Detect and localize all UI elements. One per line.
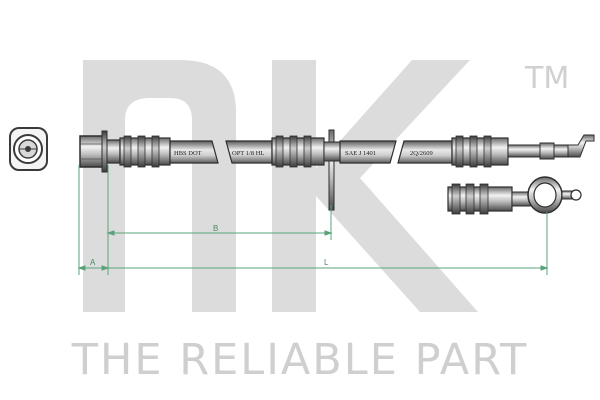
fitting-end-view (9, 127, 48, 171)
ferrule-right (451, 135, 509, 168)
dimension-lines (77, 165, 549, 275)
banjo-fitting-detail (447, 176, 582, 215)
brake-hose-assembly (79, 129, 595, 211)
trademark-symbol: TM (524, 61, 569, 96)
brand-tagline: THE RELIABLE PART (71, 335, 529, 385)
hose-marking-1: HBS DOT (174, 150, 202, 157)
ferrule-left (119, 135, 171, 168)
ferrule-middle (271, 135, 325, 168)
hose-marking-4: 2Q/2609 (410, 150, 433, 157)
dimension-label-b: B (213, 224, 218, 233)
hose-marking-2: OPT 1/8 HL (232, 150, 264, 157)
dimension-label-l: L (324, 258, 329, 267)
nk-logo-watermark (83, 60, 478, 312)
hose-marking-3: SAE J 1401 (345, 150, 376, 157)
dimension-label-a: A (90, 258, 96, 267)
